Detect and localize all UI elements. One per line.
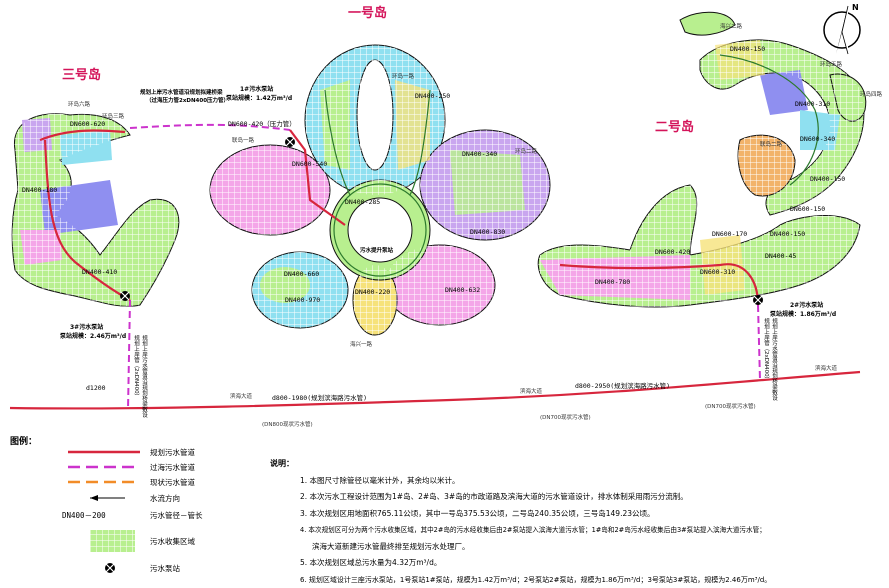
note-item: 3. 本次规划区用地面积765.11公顷，其中一号岛375.53公顷，二号岛24… bbox=[270, 506, 880, 523]
road-pipe-label: d800-2950(规划滨海路污水管) bbox=[575, 380, 670, 390]
pump-2-scale: 泵站规模：1.86万m³/d bbox=[770, 309, 836, 318]
road-label: 环岛二路 bbox=[515, 147, 537, 155]
pump-1 bbox=[285, 137, 295, 147]
legend-pipe-size-prefix: DN400－200 bbox=[62, 510, 106, 521]
legend-collection-zone: 污水收集区域 bbox=[150, 536, 195, 547]
pipe-label: DN400-150 bbox=[770, 230, 805, 238]
note-item: 2. 本次污水工程设计范围为1#岛、2#岛、3#岛的市政道路及滨海大道的污水管道… bbox=[270, 489, 880, 506]
note-item: 5. 本次规划区域总污水量为4.32万m³/d。 bbox=[270, 555, 880, 572]
pipe-label: DN400-632 bbox=[445, 286, 480, 294]
pump-1-name: 1#污水泵站 bbox=[240, 84, 273, 93]
legend-sea-pipe: 过海污水管道 bbox=[150, 462, 195, 473]
pipe-label: DN400-340 bbox=[462, 150, 497, 158]
island-2-name: 二号岛 bbox=[655, 116, 694, 135]
island-2 bbox=[538, 12, 866, 307]
bridge-note-line2: （过海压力管2xDN400压力管） bbox=[146, 96, 229, 104]
pipe-label: DN400-970 bbox=[285, 296, 320, 304]
pump-3-scale: 泵站规模：2.46万m³/d bbox=[60, 331, 126, 340]
road-label: 环岛一路 bbox=[392, 72, 414, 80]
road-label: 滨海大道 bbox=[230, 392, 252, 400]
pump-1-scale: 泵站规模：1.42万m³/d bbox=[226, 93, 292, 102]
legend-flow-direction: 水流方向 bbox=[150, 493, 180, 504]
road-pipe-label: (DN800现状污水管) bbox=[262, 420, 313, 428]
legend-title: 图例： bbox=[10, 434, 37, 447]
svg-text:N: N bbox=[852, 3, 859, 12]
notes-block: 说明： 1. 本图尺寸除管径以毫米计外，其余均以米计。 2. 本次污水工程设计范… bbox=[270, 456, 880, 588]
road-label: 滨海大道 bbox=[815, 364, 837, 372]
notes-title: 说明： bbox=[270, 456, 880, 473]
road-label: 海兴二路 bbox=[720, 22, 742, 30]
legend-pump-station: 污水泵站 bbox=[150, 563, 180, 574]
road-label: 环岛六路 bbox=[68, 100, 90, 108]
road-pipe-label: d1200 bbox=[86, 384, 106, 392]
sewage-station-note: 污水提升泵站 bbox=[360, 246, 393, 254]
road-pipe-label: (DN700现状污水管) bbox=[705, 402, 756, 410]
legend-planned-pipe: 规划污水管道 bbox=[150, 447, 195, 458]
pipe-label: DN600-420（压力管） bbox=[228, 118, 296, 128]
pipe-label: DN400-285 bbox=[345, 198, 380, 206]
road-label: 环岛五路 bbox=[820, 60, 842, 68]
pipe-label: DN600-420 bbox=[655, 248, 690, 256]
right-vertical-note-2: 规划上岸污水管道沿规划桥梁敷设 bbox=[770, 318, 778, 401]
island-3-name: 三号岛 bbox=[62, 64, 101, 83]
north-arrow-icon: N bbox=[824, 3, 860, 54]
pipe-label: DN400-45 bbox=[765, 252, 796, 260]
road-label: 海兴一路 bbox=[350, 340, 372, 348]
pipe-label: DN400-150 bbox=[730, 45, 765, 53]
pipe-label: DN400-310 bbox=[795, 100, 830, 108]
pipe-label: DN600-540 bbox=[292, 160, 327, 168]
note-item: 4. 本次规划区可分为两个污水收集区域，其中2#岛的污水经收集后由2#泵站提入滨… bbox=[270, 522, 880, 539]
pump-2 bbox=[753, 295, 763, 305]
road-label: 环岛四路 bbox=[860, 90, 882, 98]
pipe-label: DN400-150 bbox=[810, 175, 845, 183]
note-item: 滨海大道新建污水管最终排至规划污水处理厂。 bbox=[270, 539, 880, 556]
legend-existing-pipe: 现状污水管道 bbox=[150, 477, 195, 488]
sea-pipe-3-south bbox=[128, 300, 130, 410]
road-label: 滨海大道 bbox=[520, 387, 542, 395]
left-vertical-note-1: 规划上岸管（2xDN400） bbox=[132, 335, 140, 399]
pipe-label: DN600-310 bbox=[700, 268, 735, 276]
road-label: 联岛二路 bbox=[760, 140, 782, 148]
pipe-label: DN400-410 bbox=[82, 268, 117, 276]
legend-pipe-size: 污水管径－管长 bbox=[150, 510, 203, 521]
pipe-label: DN400-220 bbox=[355, 288, 390, 296]
pump-3-name: 3#污水泵站 bbox=[70, 322, 103, 331]
note-item: 1. 本图尺寸除管径以毫米计外，其余均以米计。 bbox=[270, 473, 880, 490]
pipe-label: DN400-180 bbox=[22, 186, 57, 194]
left-vertical-note-2: 规划上岸污水管道沿规划桥梁敷设 bbox=[140, 335, 148, 418]
pipe-label: DN400-780 bbox=[595, 278, 630, 286]
pipe-label: DN400-660 bbox=[284, 270, 319, 278]
road-pipe-label: (DN700现状污水管) bbox=[540, 413, 591, 421]
road-pipe-label: d800-1980(规划滨海路污水管) bbox=[272, 392, 367, 402]
pump-2-name: 2#污水泵站 bbox=[790, 300, 823, 309]
pipe-label: DN600-620 bbox=[70, 120, 105, 128]
bridge-note-line1: 规划上岸污水管道沿规划拟建桥梁 bbox=[140, 88, 223, 96]
road-label: 联岛一路 bbox=[232, 136, 254, 144]
pipe-label: DN600-170 bbox=[712, 230, 747, 238]
sea-pipe-2-south bbox=[758, 305, 760, 380]
pipe-label: DN400-830 bbox=[470, 228, 505, 236]
pipe-label: DN600-340 bbox=[800, 135, 835, 143]
pipe-label: DN600-150 bbox=[790, 205, 825, 213]
pipe-label: DN400-250 bbox=[415, 92, 450, 100]
road-label: 环岛三路 bbox=[102, 112, 124, 120]
pump-3 bbox=[120, 291, 130, 301]
right-vertical-note-1: 规划上岸管（2xDN400） bbox=[762, 318, 770, 382]
island-1-name: 一号岛 bbox=[348, 2, 387, 21]
